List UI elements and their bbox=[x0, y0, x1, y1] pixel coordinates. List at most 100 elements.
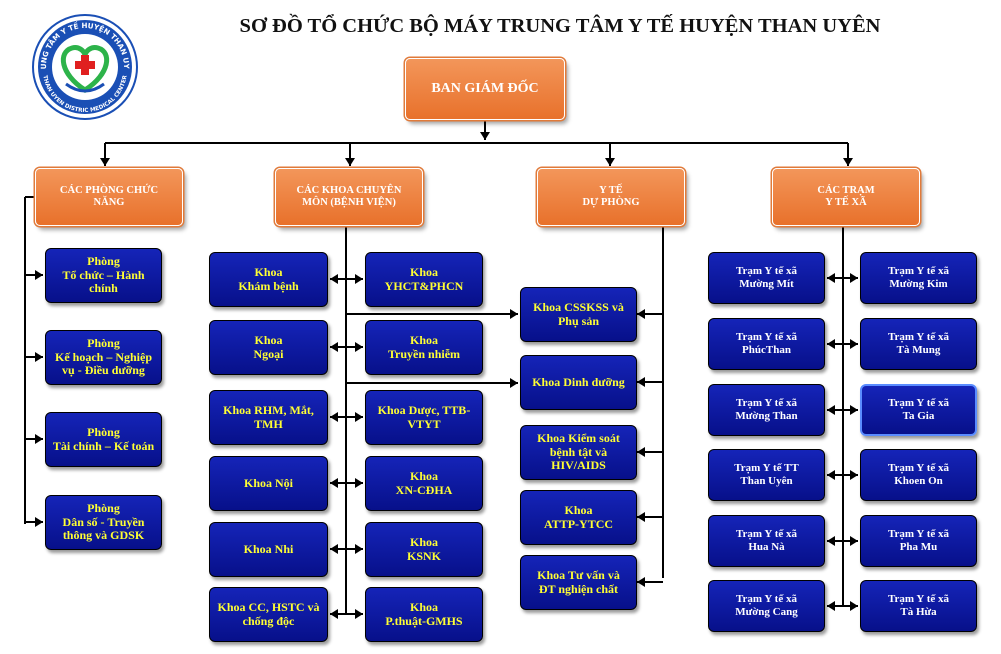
root-box-ban-giam-doc: BAN GIÁM ĐỐC bbox=[405, 58, 565, 120]
center-logo: TRUNG TÂM Y TẾ HUYỆN THAN UYÊN THAN UYEN… bbox=[30, 12, 138, 120]
arrow-head-26 bbox=[637, 447, 645, 457]
arrow-head-7 bbox=[35, 352, 43, 362]
unit-du-phong-2-label: Khoa Dinh dưỡng bbox=[532, 374, 625, 389]
unit-khoa-left-4-label: Khoa Nội bbox=[243, 475, 293, 490]
arrow-head-20 bbox=[330, 609, 338, 619]
root-box-ban-giam-doc-label: BAN GIÁM ĐỐC bbox=[431, 80, 539, 96]
arrow-head-24 bbox=[637, 309, 645, 319]
arrow-head-18 bbox=[330, 544, 338, 554]
arrow-head-4 bbox=[605, 158, 615, 166]
arrow-head-21 bbox=[355, 609, 363, 619]
arrow-head-29 bbox=[827, 273, 835, 283]
arrow-head-9 bbox=[35, 517, 43, 527]
unit-khoa-left-3-label: Khoa RHM, Mắt,TMH bbox=[223, 402, 314, 431]
arrow-head-6 bbox=[35, 270, 43, 280]
arrow-head-38 bbox=[850, 536, 858, 546]
arrow-head-35 bbox=[827, 470, 835, 480]
arrow-head-36 bbox=[850, 470, 858, 480]
arrow-head-34 bbox=[850, 405, 858, 415]
unit-khoa-right-3-label: Khoa Dược, TTB-VTYT bbox=[377, 402, 471, 431]
arrow-head-31 bbox=[827, 339, 835, 349]
arrow-head-30 bbox=[850, 273, 858, 283]
arrow-head-11 bbox=[355, 274, 363, 284]
page-title: SƠ ĐỒ TỔ CHỨC BỘ MÁY TRUNG TÂM Y TẾ HUYỆ… bbox=[239, 15, 881, 37]
arrow-head-13 bbox=[355, 342, 363, 352]
arrow-head-39 bbox=[827, 601, 835, 611]
unit-du-phong-2: Khoa Dinh dưỡng bbox=[520, 355, 637, 410]
unit-khoa-left-5-label: Khoa Nhi bbox=[243, 541, 294, 556]
arrow-head-40 bbox=[850, 601, 858, 611]
unit-khoa-left-5: Khoa Nhi bbox=[209, 522, 328, 577]
unit-khoa-left-3: Khoa RHM, Mắt,TMH bbox=[209, 390, 328, 445]
arrow-head-27 bbox=[637, 512, 645, 522]
arrow-head-15 bbox=[355, 412, 363, 422]
unit-khoa-left-4: Khoa Nội bbox=[209, 456, 328, 511]
arrow-head-23 bbox=[510, 378, 518, 388]
arrow-head-3 bbox=[345, 158, 355, 166]
arrow-head-25 bbox=[637, 377, 645, 387]
arrow-head-16 bbox=[330, 478, 338, 488]
arrow-head-8 bbox=[35, 434, 43, 444]
arrow-head-2 bbox=[100, 158, 110, 166]
arrow-head-12 bbox=[330, 342, 338, 352]
arrow-head-37 bbox=[827, 536, 835, 546]
unit-khoa-right-3: Khoa Dược, TTB-VTYT bbox=[365, 390, 483, 445]
